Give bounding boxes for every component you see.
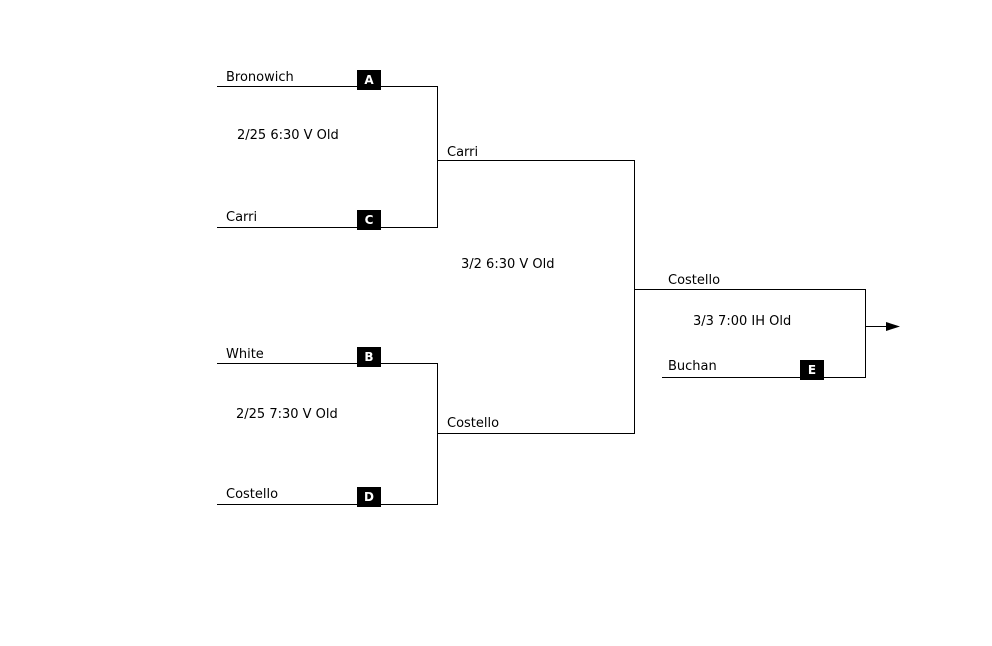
- game-info: 3/3 7:00 IH Old: [693, 314, 792, 329]
- seed-badge: D: [357, 487, 381, 507]
- bracket-line: [437, 433, 635, 434]
- game-info: 2/25 7:30 V Old: [236, 407, 338, 422]
- team-name: White: [226, 347, 264, 362]
- seed-badge: A: [357, 70, 381, 90]
- bracket-line: [662, 377, 866, 378]
- seed-badge: C: [357, 210, 381, 230]
- team-name: Carri: [447, 145, 479, 160]
- bracket-line: [217, 504, 438, 505]
- bracket-line: [437, 160, 635, 161]
- bracket-line: [634, 160, 635, 434]
- bracket-line: [437, 86, 438, 228]
- arrow-icon: [886, 322, 900, 331]
- team-name: Carri: [226, 210, 258, 225]
- game-info: 2/25 6:30 V Old: [237, 128, 339, 143]
- bracket-line: [634, 289, 866, 290]
- bracket-line: [865, 326, 893, 327]
- team-name: Costello: [668, 273, 721, 288]
- game-info: 3/2 6:30 V Old: [461, 257, 555, 272]
- seed-badge: E: [800, 360, 824, 380]
- bracket-line: [437, 363, 438, 505]
- bracket-line: [217, 363, 438, 364]
- team-name: Buchan: [668, 359, 717, 374]
- bracket-line: [217, 227, 438, 228]
- bracket-line: [865, 289, 866, 378]
- team-name: Costello: [447, 416, 500, 431]
- bracket-line: [217, 86, 438, 87]
- team-name: Bronowich: [226, 70, 294, 85]
- seed-badge: B: [357, 347, 381, 367]
- team-name: Costello: [226, 487, 279, 502]
